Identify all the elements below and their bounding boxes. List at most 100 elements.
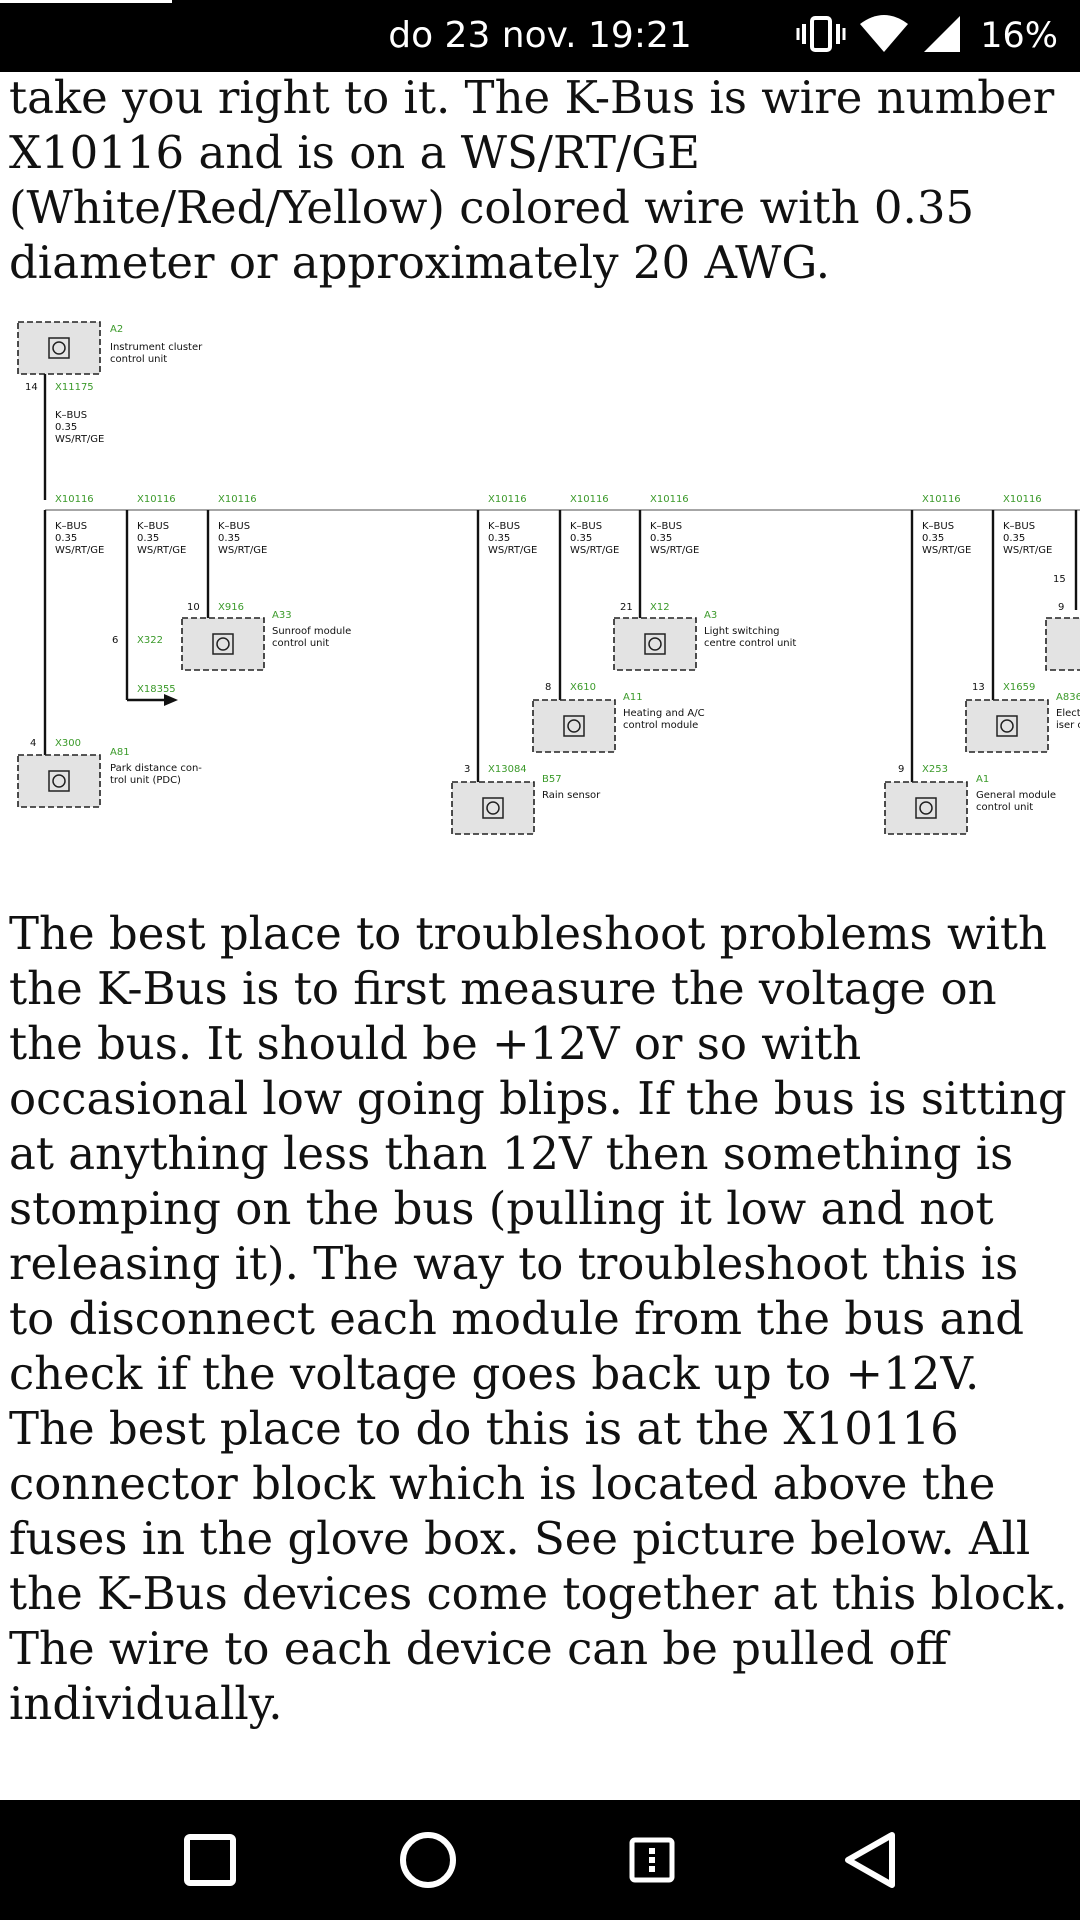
branch-wire-label: K–BUS xyxy=(55,521,87,532)
module-id: B57 xyxy=(542,774,562,785)
bus-connector-label: X10116 xyxy=(137,494,176,505)
page-load-progress xyxy=(0,0,172,3)
article-paragraph-bottom: The best place to troubleshoot problems … xyxy=(9,907,1068,1730)
branch-wire-label: 0.35 xyxy=(137,533,159,544)
module-name: Sunroof module xyxy=(272,626,351,637)
branch-wire-label: 0.35 xyxy=(1003,533,1025,544)
branch-wire-label: 0.35 xyxy=(922,533,944,544)
module-name: centre control unit xyxy=(704,638,796,649)
module-name: Rain sensor xyxy=(542,790,601,801)
module-connector: X12 xyxy=(650,602,670,613)
branch-wire-label: WS/RT/GE xyxy=(137,545,186,556)
branch-wire-label: WS/RT/GE xyxy=(650,545,699,556)
bus-connector-label: X10116 xyxy=(922,494,961,505)
module-pin: 10 xyxy=(187,602,200,613)
module-icon xyxy=(482,797,504,819)
branch-wire-label: K–BUS xyxy=(218,521,250,532)
cell-signal-icon xyxy=(922,14,962,58)
module-connector: X253 xyxy=(922,764,948,775)
module-name: Elect xyxy=(1056,708,1080,719)
branch-wire-label: 0.35 xyxy=(218,533,240,544)
module-id: A11 xyxy=(623,692,643,703)
module-icon xyxy=(48,770,70,792)
branch-wire-label: 0.35 xyxy=(488,533,510,544)
branch-wire-label: K–BUS xyxy=(650,521,682,532)
branch-wire-label: K–BUS xyxy=(137,521,169,532)
branch-wire-label: WS/RT/GE xyxy=(570,545,619,556)
wire-a2-label-l2: 0.35 xyxy=(55,422,77,433)
status-datetime: do 23 nov. 19:21 xyxy=(388,15,692,56)
branch-wire-label: K–BUS xyxy=(1003,521,1035,532)
bus-connector-label: X10116 xyxy=(218,494,257,505)
module-icon xyxy=(644,633,666,655)
recents-square-icon xyxy=(184,1834,236,1886)
module-box xyxy=(451,781,535,835)
module-pin: 21 xyxy=(620,602,633,613)
module-box xyxy=(884,781,968,835)
module-pin: 3 xyxy=(464,764,470,775)
module-icon-a2 xyxy=(48,337,70,359)
module-name: iser c xyxy=(1056,720,1080,731)
wire-a2-label-l1: K–BUS xyxy=(55,410,87,421)
module-box xyxy=(532,699,616,753)
module-pin: 8 xyxy=(545,682,551,693)
home-circle-icon xyxy=(400,1832,456,1888)
bus-connector-label: X10116 xyxy=(488,494,527,505)
module-name: Light switching xyxy=(704,626,780,637)
arrow-right-icon xyxy=(164,694,178,706)
back-button[interactable] xyxy=(800,1800,940,1920)
battery-level: 16% xyxy=(980,16,1058,56)
module-pin: 13 xyxy=(972,682,985,693)
module-connector: X300 xyxy=(55,738,81,749)
module-name-a2-l2: control unit xyxy=(110,354,167,365)
module-box-a2 xyxy=(17,321,101,375)
module-box xyxy=(181,617,265,671)
module-connector: X322 xyxy=(137,635,163,646)
branch-wire-label: WS/RT/GE xyxy=(922,545,971,556)
module-name: Park distance con- xyxy=(110,763,202,774)
status-bar: do 23 nov. 19:21 16% xyxy=(0,0,1080,72)
wifi-icon xyxy=(858,14,910,58)
home-button[interactable] xyxy=(358,1800,498,1920)
module-connector: X13084 xyxy=(488,764,527,775)
branch-wire-label: K–BUS xyxy=(570,521,602,532)
status-icons: 16% xyxy=(796,0,1058,72)
vibrate-icon xyxy=(796,14,846,58)
wiring-diagram-svg: A2 Instrument cluster control unit 14 X1… xyxy=(17,321,1080,835)
recents-button[interactable] xyxy=(140,1800,280,1920)
bus-connector-label: X10116 xyxy=(650,494,689,505)
module-id: A33 xyxy=(272,610,292,621)
module-name: General module xyxy=(976,790,1056,801)
branch-wire-label: 0.35 xyxy=(55,533,77,544)
article-paragraph-top: take you right to it. The K-Bus is wire … xyxy=(9,71,1055,289)
menu-icon xyxy=(629,1837,675,1883)
module-icon xyxy=(915,797,937,819)
module-id: A81 xyxy=(110,747,130,758)
module-id: A836 xyxy=(1056,692,1080,703)
branch-wire-label: 0.35 xyxy=(650,533,672,544)
module-icon xyxy=(563,715,585,737)
module-name: control module xyxy=(623,720,698,731)
module-connector: X610 xyxy=(570,682,596,693)
module-box xyxy=(17,754,101,808)
module-connector: X1659 xyxy=(1003,682,1035,693)
navigation-bar xyxy=(0,1800,1080,1920)
module-name: control unit xyxy=(272,638,329,649)
module-name-a2-l1: Instrument cluster xyxy=(110,342,203,353)
back-triangle-icon xyxy=(845,1832,895,1888)
wire-a2-label-l3: WS/RT/GE xyxy=(55,434,104,445)
menu-button[interactable] xyxy=(582,1800,722,1920)
module-box xyxy=(965,699,1049,753)
edge-pin: 15 xyxy=(1053,574,1066,585)
edge-pin: 9 xyxy=(1058,602,1064,613)
module-pin: 9 xyxy=(898,764,904,775)
module-connector: X916 xyxy=(218,602,244,613)
branch-wire-label: WS/RT/GE xyxy=(218,545,267,556)
branch-wire-label: WS/RT/GE xyxy=(1003,545,1052,556)
module-icon xyxy=(996,715,1018,737)
module-name: Heating and A/C xyxy=(623,708,705,719)
connector-a2: X11175 xyxy=(55,382,94,393)
module-connector: X18355 xyxy=(137,684,176,695)
module-box xyxy=(613,617,697,671)
